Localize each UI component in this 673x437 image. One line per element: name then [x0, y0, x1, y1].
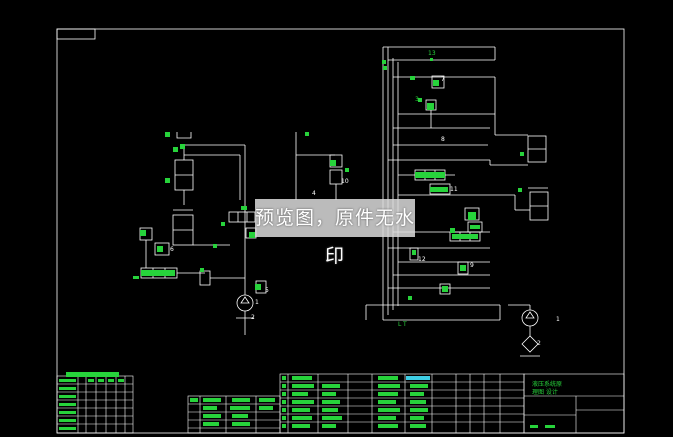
preview-watermark: 预览图，原件无水印	[255, 199, 415, 267]
parts-table-left-fills	[59, 372, 124, 430]
right-circuit	[365, 46, 549, 357]
label-valve-9: 9	[470, 262, 474, 269]
label-valve-t: T	[403, 321, 407, 328]
parts-table-right	[279, 373, 625, 434]
label-valve-12: 12	[418, 256, 426, 263]
label-valve-5: 5	[265, 287, 269, 294]
label-pump-right: 1	[556, 316, 560, 323]
label-valve-3: 3	[415, 96, 419, 103]
label-valve-7: 7	[441, 76, 445, 83]
parts-table-middle-fills	[190, 398, 275, 426]
label-filter-right: 2	[537, 340, 541, 347]
label-valve-l: L	[398, 321, 402, 328]
title-block-line2: 理图 设计	[532, 389, 558, 396]
label-valve-8: 8	[441, 136, 445, 143]
label-valve-4: 4	[312, 190, 316, 197]
label-pump-left: 1	[255, 299, 259, 306]
title-block-line1: 液压系统原	[532, 381, 563, 388]
highlight-cell	[406, 376, 430, 380]
label-valve-6: 6	[170, 246, 174, 253]
component-tags	[133, 58, 524, 300]
parts-table-right-fills	[282, 376, 555, 428]
label-valve-11: 11	[450, 186, 458, 193]
label-top-valve: 13	[428, 50, 436, 57]
label-valve-10: 10	[341, 178, 349, 185]
label-pump-left-sub: 2	[251, 314, 255, 321]
